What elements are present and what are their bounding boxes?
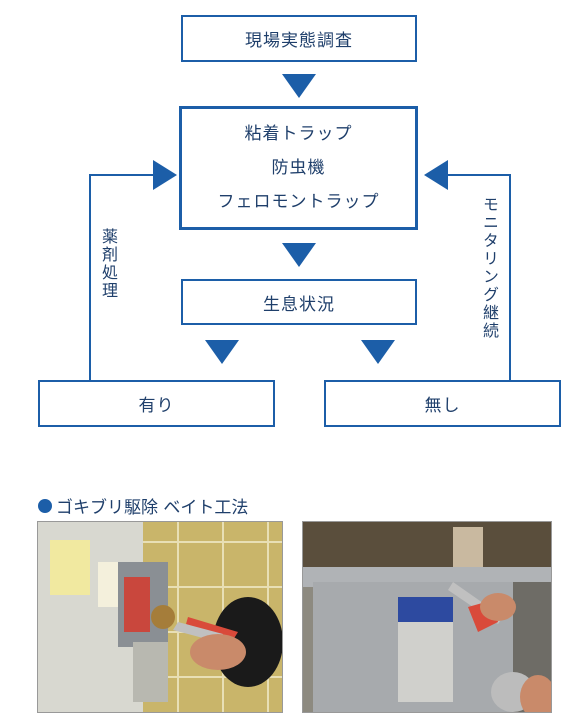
photo-2-illustration (303, 522, 551, 712)
left-loop-label: 薬剤処理 (99, 228, 118, 300)
method-pheromone-trap: フェロモントラップ (217, 192, 380, 212)
left-loop-horizontal (89, 174, 155, 176)
arrow-down-present (205, 340, 239, 364)
bullet-dot-icon (38, 498, 52, 513)
right-loop-horizontal (446, 174, 511, 176)
photo-bait-application-2 (302, 521, 552, 713)
right-loop-arrow (424, 160, 448, 190)
right-loop-label: モニタリング継続 (480, 196, 499, 340)
arrow-down-absent (361, 340, 395, 364)
status-label: 生息状況 (263, 294, 335, 315)
photo-1-illustration (38, 522, 282, 712)
arrow-down-1 (282, 74, 316, 98)
arrow-down-2 (282, 243, 316, 267)
photo-bait-application-1 (37, 521, 283, 713)
method-sticky-trap: 粘着トラップ (244, 124, 353, 144)
left-loop-arrow (153, 160, 177, 190)
present-box: 有り (38, 380, 275, 427)
absent-box: 無し (324, 380, 561, 427)
section-heading: ゴキブリ駆除 ベイト工法 (38, 493, 248, 518)
right-loop-vertical (509, 174, 511, 381)
status-box: 生息状況 (181, 279, 417, 325)
left-loop-vertical (89, 174, 91, 381)
section-title: ゴキブリ駆除 ベイト工法 (56, 498, 249, 518)
absent-label: 無し (424, 396, 461, 416)
present-label: 有り (138, 396, 175, 416)
methods-box: 粘着トラップ 防虫機 フェロモントラップ (179, 106, 418, 230)
method-insect-device: 防虫機 (271, 158, 326, 178)
survey-box: 現場実態調査 (181, 15, 417, 62)
survey-label: 現場実態調査 (245, 31, 353, 51)
